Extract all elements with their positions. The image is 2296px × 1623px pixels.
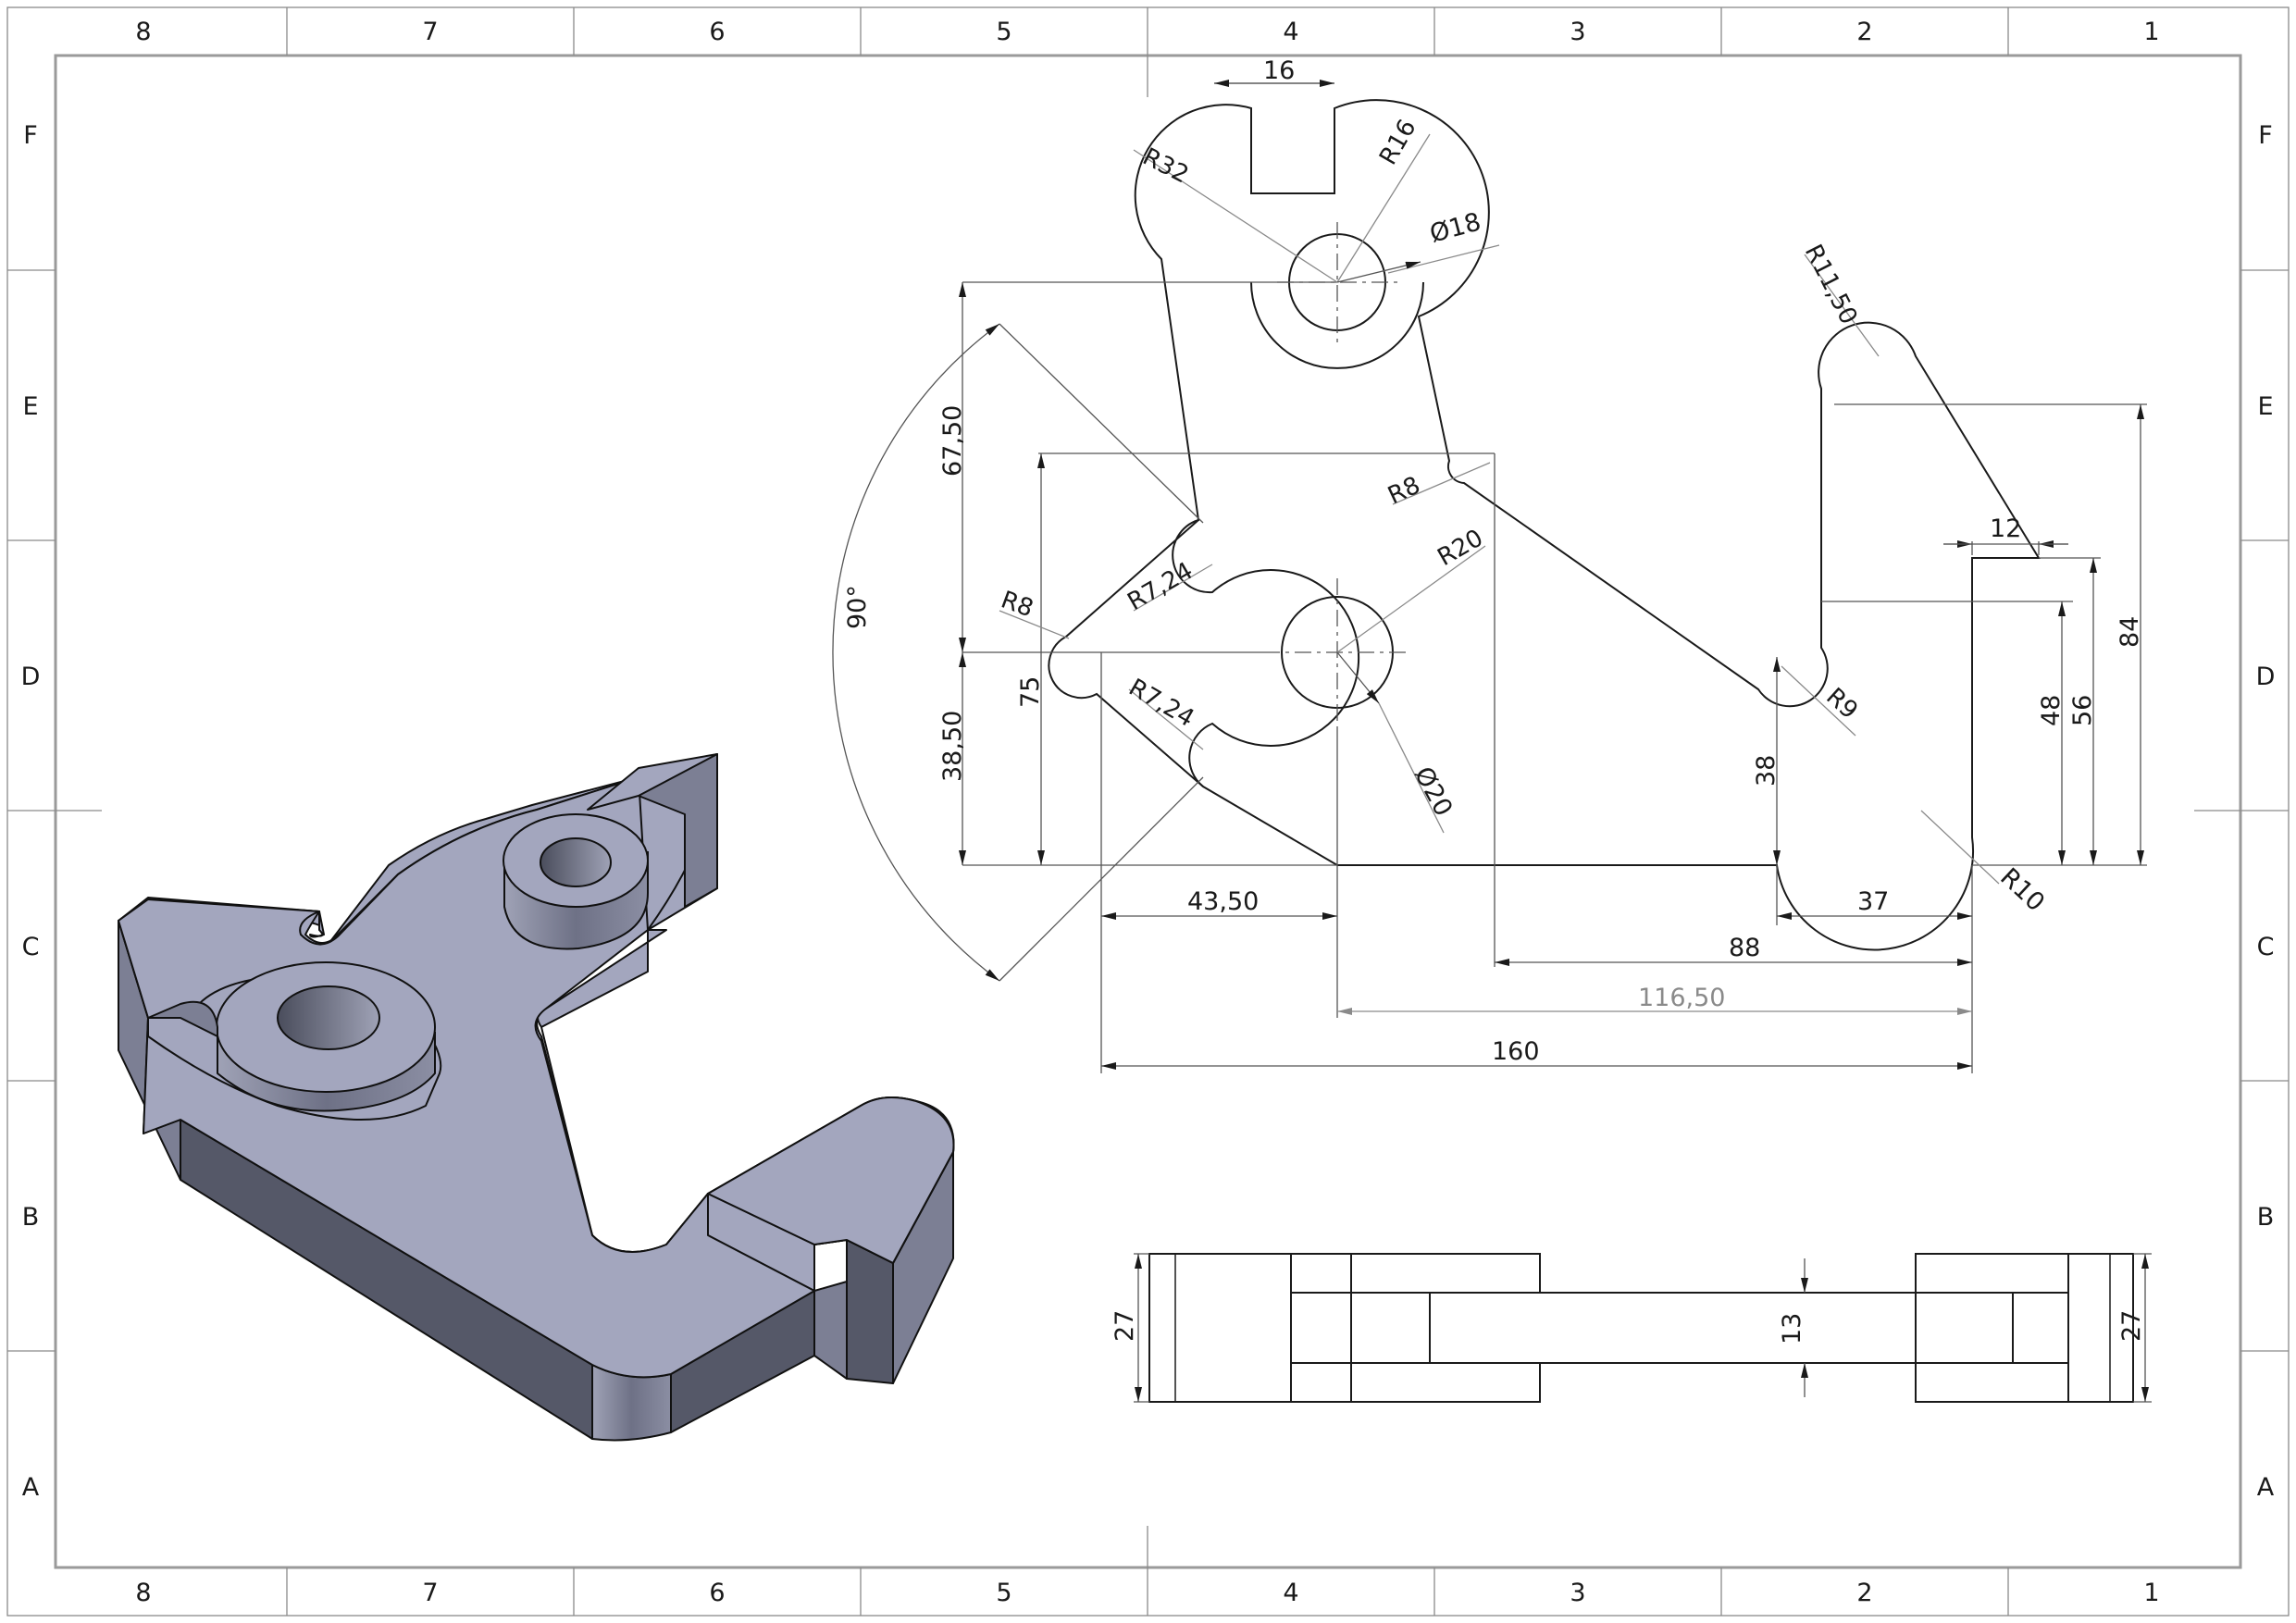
dim-160: 160 — [1492, 1037, 1540, 1066]
sheet-border: 8 7 6 5 4 3 2 1 8 7 6 5 4 3 2 1 F E D C … — [6, 6, 2290, 1617]
side-view-dimensions — [1134, 1253, 2152, 1403]
dim-48: 48 — [2037, 695, 2066, 726]
col-label-bottom-8: 1 — [2143, 1579, 2159, 1607]
col-label-top-1: 8 — [135, 18, 151, 46]
dim-angle-90: 90° — [843, 585, 872, 629]
front-view-outline — [1134, 99, 2041, 951]
dim-75: 75 — [1016, 676, 1045, 708]
col-label-bottom-7: 2 — [1856, 1579, 1872, 1607]
row-label-right-d: D — [2256, 663, 2276, 691]
dim-84: 84 — [2116, 616, 2144, 648]
col-label-bottom-5: 4 — [1283, 1579, 1298, 1607]
dim-38-50: 38,50 — [938, 711, 967, 782]
dim-side-27-left: 27 — [1111, 1310, 1139, 1342]
dim-r32: R32 — [1138, 143, 1193, 190]
dim-67-50: 67,50 — [938, 405, 967, 477]
row-label-left-a: A — [22, 1473, 40, 1502]
isometric-view — [118, 753, 955, 1442]
dim-r10: R10 — [1994, 862, 2050, 917]
col-label-top-7: 2 — [1856, 18, 1872, 46]
col-label-top-2: 7 — [422, 18, 438, 46]
dim-r8-upper: R8 — [1384, 472, 1424, 511]
col-label-bottom-1: 8 — [135, 1579, 151, 1607]
dim-16: 16 — [1263, 56, 1295, 85]
dim-116-50: 116,50 — [1638, 984, 1725, 1012]
row-label-right-b: B — [2257, 1203, 2275, 1232]
row-label-left-e: E — [22, 392, 38, 421]
col-label-top-8: 1 — [2143, 18, 2159, 46]
dim-r9: R9 — [1820, 683, 1863, 725]
dim-r11-50: R11,50 — [1799, 241, 1863, 329]
dim-56: 56 — [2068, 695, 2097, 726]
dim-43-50: 43,50 — [1187, 887, 1259, 916]
col-label-bottom-2: 7 — [422, 1579, 438, 1607]
dim-side-27-right: 27 — [2117, 1310, 2146, 1342]
dim-r7-24-upper: R7,24 — [1123, 557, 1198, 616]
dim-r16: R16 — [1374, 115, 1422, 169]
row-label-left-f: F — [23, 121, 38, 150]
front-view: 16 67,50 38,50 75 38 48 56 84 12 43,50 3… — [832, 56, 2147, 1073]
dim-d18: Ø18 — [1427, 207, 1484, 248]
row-label-right-e: E — [2257, 392, 2273, 421]
col-label-bottom-6: 3 — [1570, 1579, 1585, 1607]
col-label-top-5: 4 — [1283, 18, 1298, 46]
col-label-top-6: 3 — [1570, 18, 1585, 46]
row-label-left-d: D — [21, 663, 41, 691]
side-view — [1148, 1253, 2134, 1403]
row-label-right-c: C — [2257, 933, 2275, 961]
dim-r7-24-lower: R7,24 — [1124, 674, 1199, 733]
dim-r8-left: R8 — [998, 586, 1037, 623]
dim-12: 12 — [1990, 514, 2021, 543]
dim-88: 88 — [1729, 934, 1760, 962]
col-label-top-4: 5 — [996, 18, 1011, 46]
dim-37: 37 — [1857, 887, 1889, 916]
dim-side-13: 13 — [1778, 1313, 1806, 1344]
col-label-bottom-3: 6 — [709, 1579, 725, 1607]
col-label-top-3: 6 — [709, 18, 725, 46]
row-label-left-b: B — [22, 1203, 40, 1232]
row-label-right-f: F — [2258, 121, 2273, 150]
row-label-right-a: A — [2257, 1473, 2275, 1502]
dim-38: 38 — [1752, 755, 1781, 787]
dim-r20: R20 — [1433, 525, 1488, 573]
col-label-bottom-4: 5 — [996, 1579, 1011, 1607]
dim-d20: Ø20 — [1409, 762, 1458, 822]
row-label-left-c: C — [22, 933, 40, 961]
